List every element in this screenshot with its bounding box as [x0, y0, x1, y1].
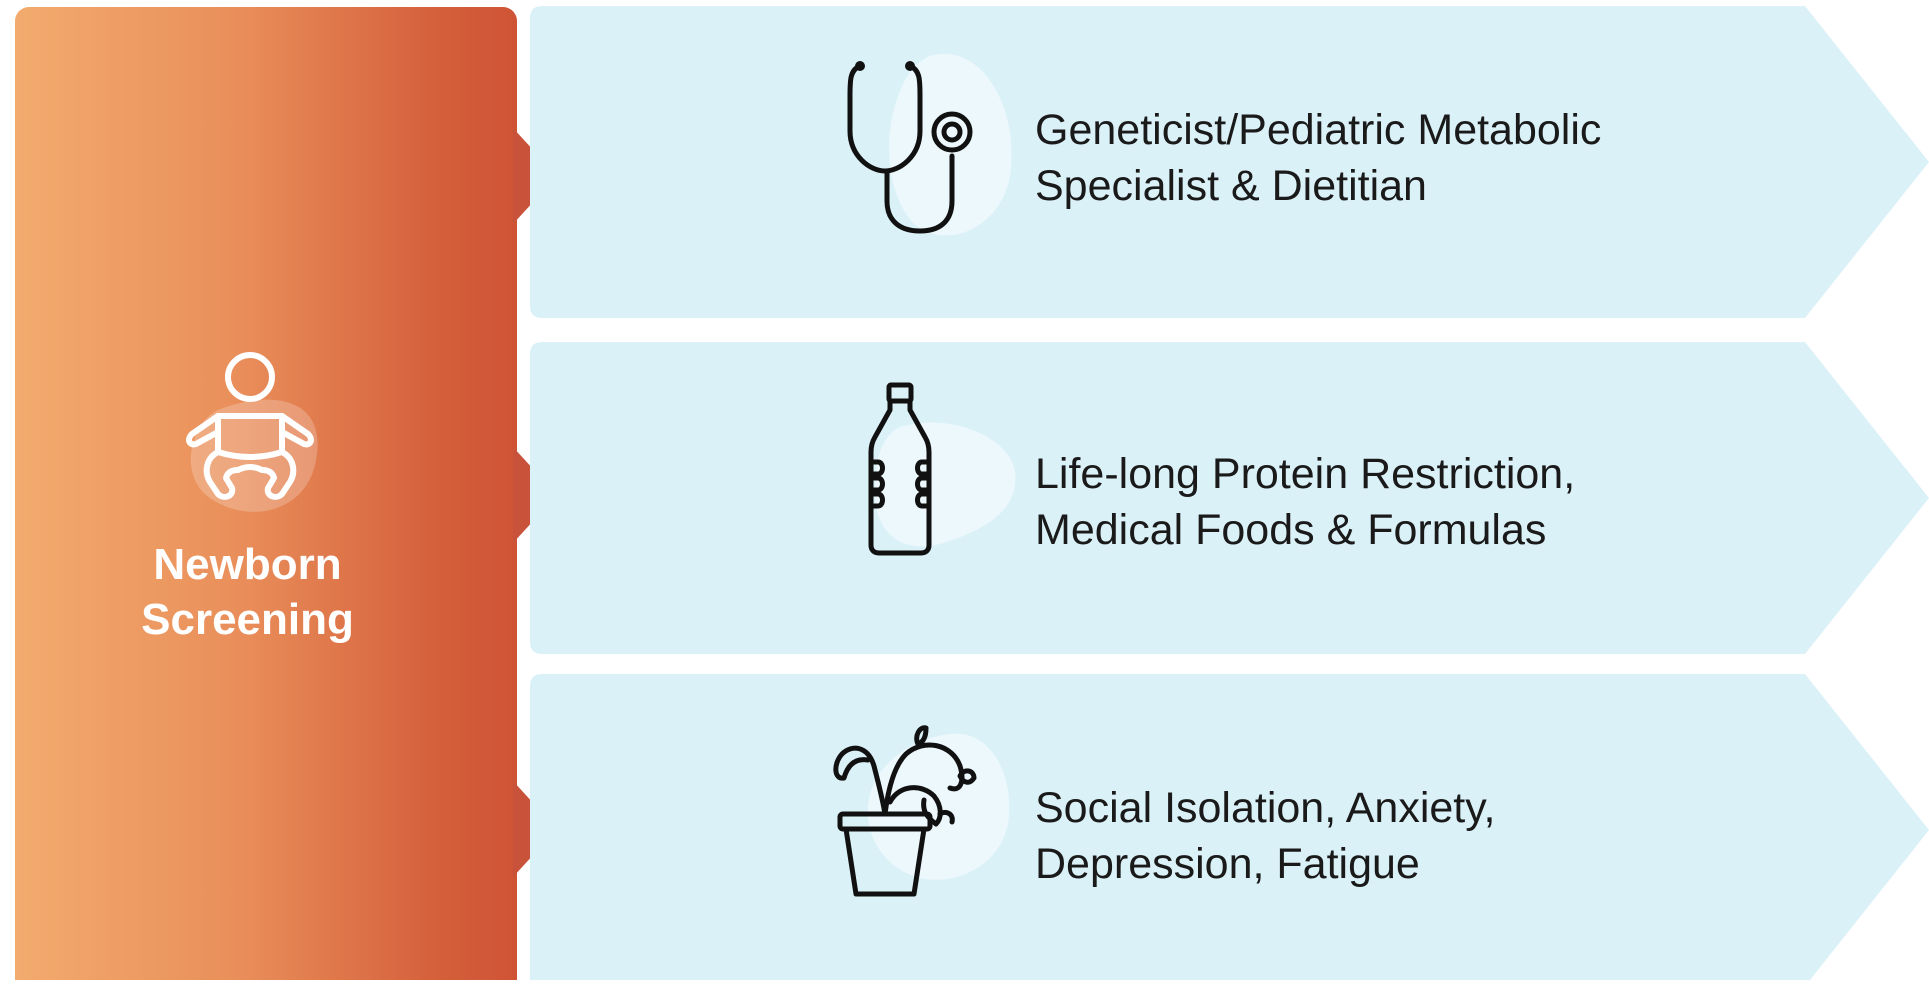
plant-icon: [833, 725, 1010, 897]
row-text-line1: Social Isolation, Anxiety,: [1035, 784, 1496, 832]
left-title-line1: Newborn: [153, 540, 342, 589]
row-text: Life-long Protein Restriction, Medical F…: [1035, 446, 1735, 558]
newborn-screening-content: Newborn Screening: [15, 350, 480, 647]
row-social-isolation: Social Isolation, Anxiety, Depression, F…: [530, 674, 1929, 986]
row-text-line2: Medical Foods & Formulas: [1035, 506, 1547, 554]
row-protein-restriction: Life-long Protein Restriction, Medical F…: [530, 342, 1929, 654]
stethoscope-icon: [847, 53, 1012, 236]
bottle-icon: [868, 382, 1016, 556]
row-text: Social Isolation, Anxiety, Depression, F…: [1035, 780, 1735, 892]
row-specialist: Geneticist/Pediatric Metabolic Specialis…: [530, 6, 1929, 318]
left-title-line2: Screening: [141, 595, 354, 644]
row-text-line1: Geneticist/Pediatric Metabolic: [1035, 106, 1602, 154]
row-text: Geneticist/Pediatric Metabolic Specialis…: [1035, 102, 1735, 214]
row-arrow-shape: [530, 674, 1929, 980]
row-text-line2: Depression, Fatigue: [1035, 840, 1420, 888]
left-title: Newborn Screening: [98, 537, 398, 647]
row-text-line2: Specialist & Dietitian: [1035, 162, 1427, 210]
row-arrow-shape: [530, 342, 1929, 654]
row-arrow-shape: [530, 6, 1929, 318]
baby-icon: [158, 350, 338, 535]
row-text-line1: Life-long Protein Restriction,: [1035, 450, 1576, 498]
